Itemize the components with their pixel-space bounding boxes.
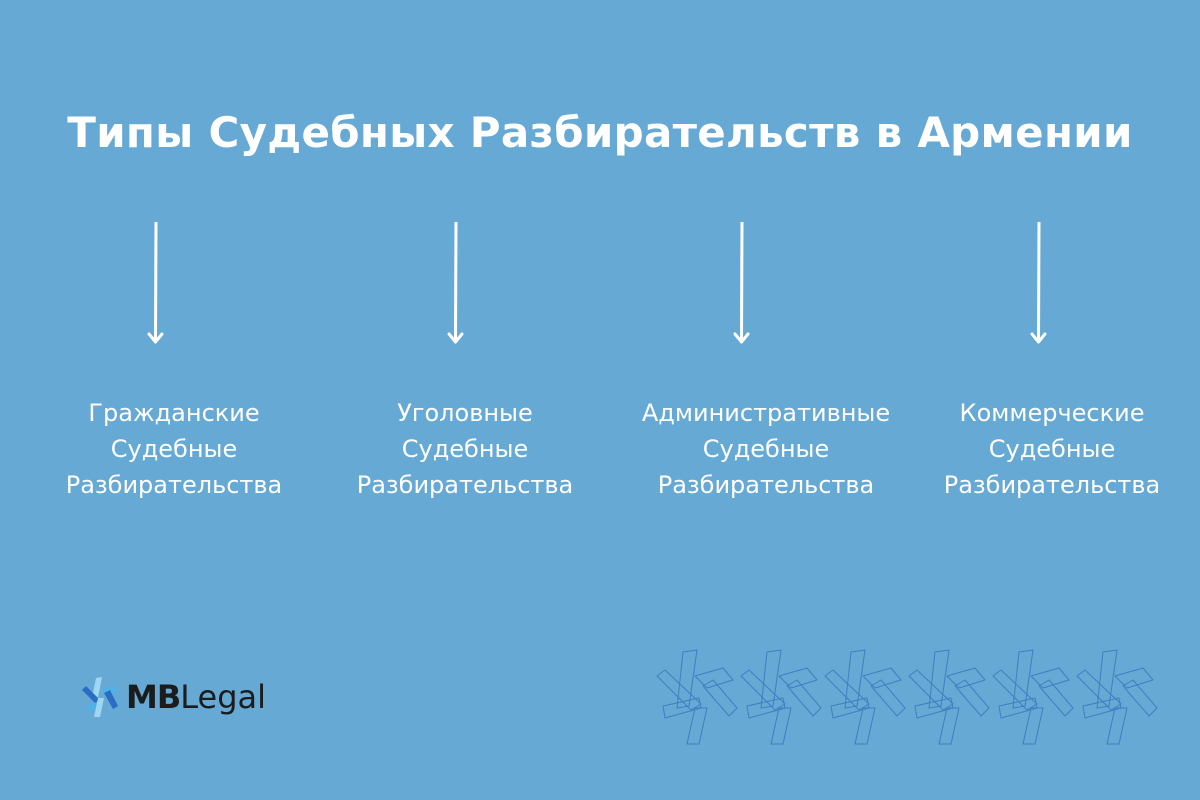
branch-line: Коммерческие [959,399,1145,427]
branch-commercial: Коммерческие Судебные Разбирательства [902,395,1200,503]
branch-line: Судебные [702,435,830,463]
arrow-down-icon [733,222,750,344]
logo-regular-text: Legal [180,678,266,716]
arrow-down-icon [447,222,464,344]
branch-line: Административные [641,399,891,427]
page-title: Типы Судебных Разбирательств в Армении [67,108,1133,157]
branch-line: Разбирательства [943,471,1161,499]
arrow-down-icon [147,222,164,344]
branch-line: Судебные [110,435,238,463]
logo-bold-text: MB [126,678,181,716]
branch-line: Уголовные [397,399,533,427]
branch-line: Судебные [401,435,529,463]
arrow-down-icon [1030,222,1047,344]
branch-line: Разбирательства [356,471,574,499]
logo-text: MBLegal [126,678,266,716]
branch-line: Судебные [988,435,1116,463]
branch-civil: Гражданские Судебные Разбирательства [24,395,324,503]
branch-administrative: Административные Судебные Разбирательств… [616,395,916,503]
branch-line: Разбирательства [657,471,875,499]
pinwheel-pattern-icon [656,649,1158,745]
branch-line: Разбирательства [65,471,283,499]
branch-line: Гражданские [88,399,260,427]
branch-criminal: Уголовные Судебные Разбирательства [315,395,615,503]
brand-logo: MBLegal [80,676,266,718]
pinwheel-logo-icon [82,677,118,717]
